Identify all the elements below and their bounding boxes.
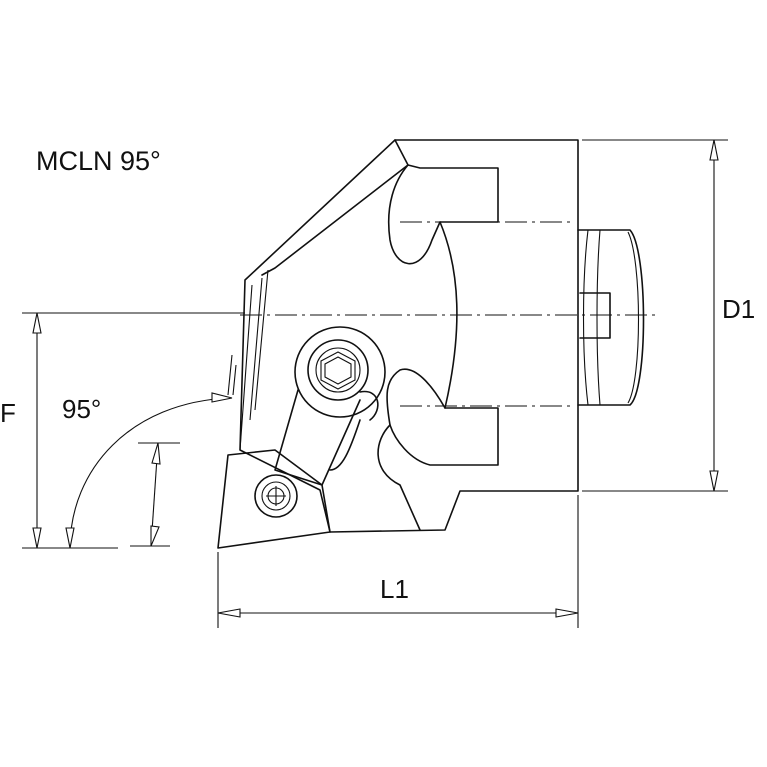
lower-slot <box>377 368 499 531</box>
centre-lines <box>240 221 655 407</box>
lever-clamp <box>274 326 386 486</box>
tool-head-body <box>227 139 579 533</box>
l1-label: L1 <box>380 574 409 604</box>
d1-label: D1 <box>722 294 755 324</box>
dimension-insert-height <box>130 442 180 547</box>
upper-slot <box>387 164 499 409</box>
cutting-insert <box>217 419 361 549</box>
coupling-shank <box>577 229 645 406</box>
drawing-title: MCLN 95° <box>36 146 161 176</box>
dimension-l1 <box>217 495 579 628</box>
dimension-d1 <box>582 139 728 492</box>
angle-label: 95° <box>62 394 101 424</box>
angle-arc <box>65 392 233 549</box>
dimension-f <box>22 312 245 549</box>
f-label: F <box>0 398 16 428</box>
